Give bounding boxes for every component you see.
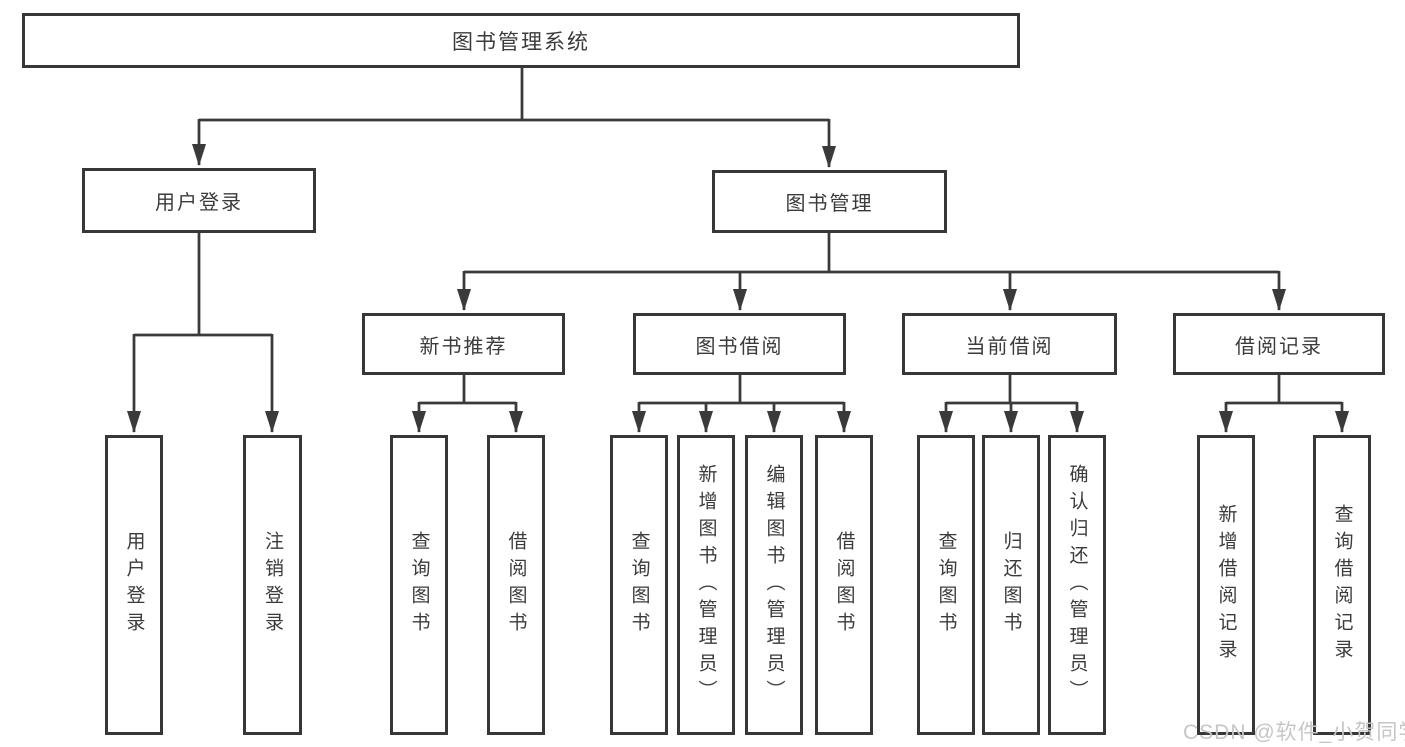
leaf-edit-books-admin-label: 编辑图书（管理员）: [763, 463, 785, 707]
leaf-query-books-current-label: 查询图书: [935, 531, 957, 639]
node-user-login-label: 用户登录: [155, 192, 243, 214]
leaf-return-books: 归还图书: [982, 435, 1040, 735]
leaf-add-borrow-record-label: 新增借阅记录: [1215, 504, 1237, 666]
node-library-system-label: 图书管理系统: [452, 30, 590, 54]
leaf-user-login-label: 用户登录: [123, 531, 145, 639]
leaf-query-books-current: 查询图书: [917, 435, 975, 735]
node-user-login: 用户登录: [82, 168, 316, 233]
leaf-borrow-books-recommend-label: 借阅图书: [505, 531, 527, 639]
leaf-query-books-recommend-label: 查询图书: [408, 531, 430, 639]
leaf-query-borrow-record: 查询借阅记录: [1313, 435, 1371, 735]
leaf-return-books-label: 归还图书: [1000, 531, 1022, 639]
node-book-management: 图书管理: [712, 170, 947, 233]
leaf-logout-login: 注销登录: [243, 435, 302, 735]
leaf-borrow-books-recommend: 借阅图书: [487, 435, 545, 735]
leaf-query-books-recommend: 查询图书: [390, 435, 448, 735]
leaf-edit-books-admin: 编辑图书（管理员）: [745, 435, 803, 735]
leaf-add-borrow-record: 新增借阅记录: [1197, 435, 1255, 735]
node-current-borrow-label: 当前借阅: [965, 335, 1054, 358]
leaf-borrow-books: 借阅图书: [815, 435, 873, 735]
node-current-borrow: 当前借阅: [902, 313, 1117, 375]
leaf-query-borrow-record-label: 查询借阅记录: [1331, 504, 1353, 666]
node-book-borrow-label: 图书借阅: [695, 335, 784, 358]
node-book-borrow: 图书借阅: [633, 313, 846, 375]
leaf-add-books-admin-label: 新增图书（管理员）: [695, 463, 717, 707]
node-new-book-recommend-label: 新书推荐: [419, 335, 508, 358]
node-book-management-label: 图书管理: [785, 193, 874, 215]
leaf-confirm-return-admin-label: 确认归还（管理员）: [1066, 463, 1088, 707]
leaf-query-books-borrow-label: 查询图书: [628, 531, 650, 639]
leaf-query-books-borrow: 查询图书: [610, 435, 668, 735]
node-borrow-records-label: 借阅记录: [1235, 335, 1323, 358]
node-library-system: 图书管理系统: [22, 13, 1020, 68]
leaf-borrow-books-label: 借阅图书: [833, 531, 855, 639]
leaf-logout-login-label: 注销登录: [262, 531, 283, 639]
node-borrow-records: 借阅记录: [1173, 313, 1385, 375]
leaf-add-books-admin: 新增图书（管理员）: [677, 435, 735, 735]
leaf-user-login: 用户登录: [105, 435, 163, 735]
leaf-confirm-return-admin: 确认归还（管理员）: [1048, 435, 1106, 735]
node-new-book-recommend: 新书推荐: [362, 313, 565, 375]
